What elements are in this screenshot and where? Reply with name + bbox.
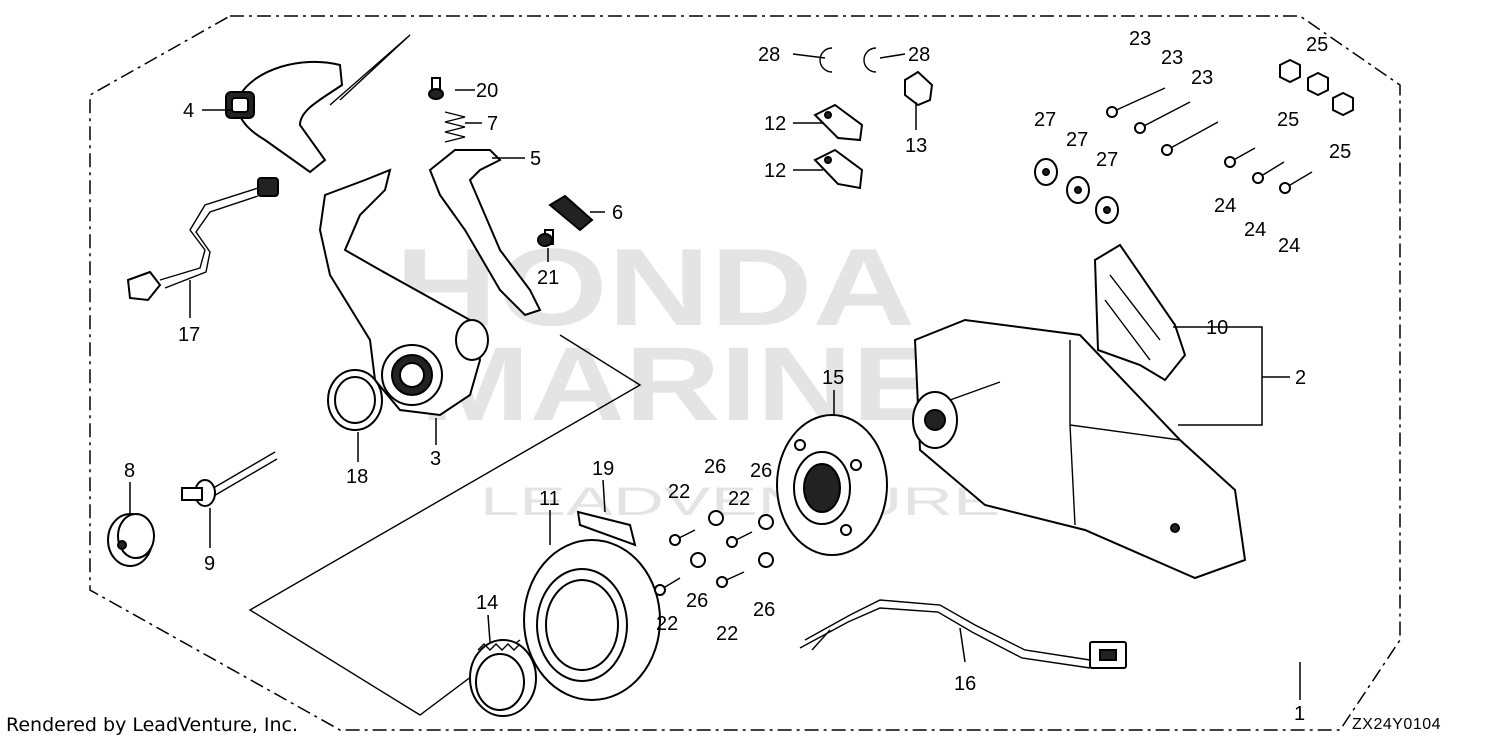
part-spring[interactable] xyxy=(444,111,466,143)
callout-22b: 22 xyxy=(728,488,750,510)
callout-24c: 24 xyxy=(1278,235,1300,257)
assembly-frame xyxy=(89,15,1401,731)
subassembly-boundary-lower xyxy=(248,334,642,716)
callout-24b: 24 xyxy=(1244,219,1266,241)
callout-25b: 25 xyxy=(1277,109,1299,131)
callout-23b: 23 xyxy=(1161,47,1183,69)
callout-19: 19 xyxy=(592,458,614,480)
render-credit: Rendered by LeadVenture, Inc. xyxy=(6,714,299,736)
callout-12a: 12 xyxy=(764,113,786,135)
watermark: HONDA MARINE LEADVENTURE xyxy=(395,226,1000,524)
part-bracket-upper[interactable] xyxy=(813,103,864,142)
diagram-code: ZX24Y0104 xyxy=(1352,716,1442,733)
part-housing-ring[interactable] xyxy=(523,539,661,701)
callout-21: 21 xyxy=(537,267,559,289)
part-mounting-plate[interactable] xyxy=(776,414,888,556)
part-e-clip-right[interactable] xyxy=(863,47,877,73)
part-remote-control-box[interactable] xyxy=(912,318,1247,580)
callout-labels: 1 2 3 4 5 6 7 8 9 10 11 12 12 13 14 15 1… xyxy=(124,28,1351,725)
callout-23a: 23 xyxy=(1129,28,1151,50)
callout-23c: 23 xyxy=(1191,67,1213,89)
callout-28b: 28 xyxy=(908,44,930,66)
callout-13: 13 xyxy=(905,135,927,157)
callout-25c: 25 xyxy=(1329,141,1351,163)
callout-9: 9 xyxy=(204,553,215,575)
part-screws-24[interactable] xyxy=(1224,147,1313,194)
callout-27b: 27 xyxy=(1066,129,1088,151)
callout-7: 7 xyxy=(487,113,498,135)
callout-26d: 26 xyxy=(753,599,775,621)
callout-5: 5 xyxy=(530,148,541,170)
callout-26a: 26 xyxy=(704,456,726,478)
part-gasket-strip[interactable] xyxy=(576,510,637,547)
callout-1: 1 xyxy=(1294,703,1305,725)
part-grip-cover[interactable] xyxy=(225,60,344,174)
callout-25a: 25 xyxy=(1306,34,1328,56)
callout-22a: 22 xyxy=(668,481,690,503)
callout-15: 15 xyxy=(822,367,844,389)
part-cap[interactable] xyxy=(107,513,155,567)
part-bolts-22[interactable] xyxy=(654,529,753,596)
part-washers-27[interactable] xyxy=(1034,158,1119,224)
callout-12b: 12 xyxy=(764,160,786,182)
subassembly-boundary xyxy=(329,34,411,106)
part-throttle-lever[interactable] xyxy=(428,149,542,317)
callout-4: 4 xyxy=(183,100,194,122)
callout-27c: 27 xyxy=(1096,149,1118,171)
callout-11: 11 xyxy=(539,488,560,510)
callout-22d: 22 xyxy=(716,623,738,645)
part-ring-gear[interactable] xyxy=(469,639,537,717)
callout-27a: 27 xyxy=(1034,109,1056,131)
callout-6: 6 xyxy=(612,202,623,224)
part-e-clip-left[interactable] xyxy=(819,47,833,73)
callout-3: 3 xyxy=(430,448,441,470)
callout-8: 8 xyxy=(124,460,135,482)
callout-10: 10 xyxy=(1206,317,1228,339)
part-wire-harness-small[interactable] xyxy=(126,177,279,302)
part-screws-23[interactable] xyxy=(1106,87,1219,156)
callout-26c: 26 xyxy=(686,590,708,612)
callout-17: 17 xyxy=(178,324,200,346)
callout-28a: 28 xyxy=(758,44,780,66)
part-wire-harness-large[interactable] xyxy=(799,599,1127,669)
part-bracket-lower[interactable] xyxy=(813,148,864,190)
watermark-line-3: LEADVENTURE xyxy=(480,480,1000,524)
part-bolt-21[interactable] xyxy=(537,229,554,247)
part-o-ring[interactable] xyxy=(327,369,383,431)
callout-2: 2 xyxy=(1295,367,1306,389)
callout-16: 16 xyxy=(954,673,976,695)
part-lock-washers-26[interactable] xyxy=(690,510,774,568)
leader-lines xyxy=(129,53,1301,700)
part-shaft-pin[interactable] xyxy=(181,451,278,507)
callout-26b: 26 xyxy=(750,460,772,482)
part-gasket-plate[interactable] xyxy=(1093,243,1187,382)
callout-14: 14 xyxy=(476,592,498,614)
callout-22c: 22 xyxy=(656,613,678,635)
part-cover-plate[interactable] xyxy=(548,194,594,232)
callout-24a: 24 xyxy=(1214,195,1236,217)
part-screw-20[interactable] xyxy=(428,77,444,100)
callout-18: 18 xyxy=(346,466,368,488)
part-nuts-25[interactable] xyxy=(1279,58,1354,117)
part-control-arm[interactable] xyxy=(318,168,489,417)
callout-20: 20 xyxy=(476,80,498,102)
part-clip[interactable] xyxy=(904,70,934,107)
